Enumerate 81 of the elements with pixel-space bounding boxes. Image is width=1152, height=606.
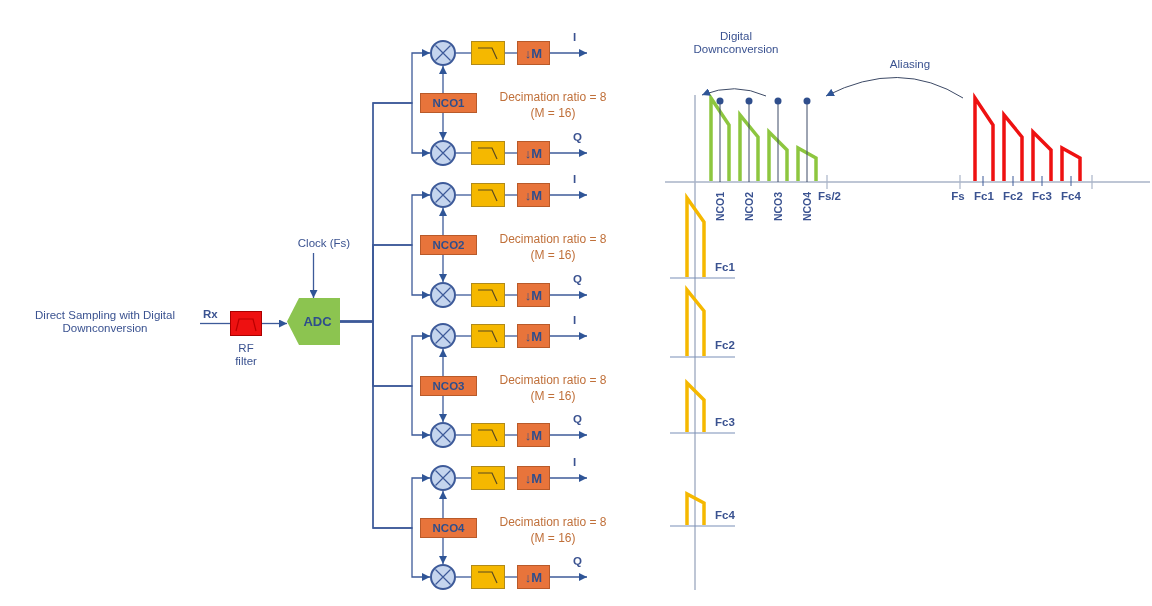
arrow: [309, 252, 318, 299]
mixer-symbol: [430, 465, 456, 491]
tick-label: NCO3: [771, 190, 785, 224]
edge-label: I: [572, 456, 578, 469]
arrow: [549, 431, 588, 439]
tick-label: Fc1: [973, 190, 995, 203]
tick-label: NCO1: [713, 190, 727, 224]
edge-label: I: [572, 173, 578, 186]
edge-label: I: [572, 314, 578, 327]
title-label: Direct Sampling with Digital Downconversion: [35, 309, 175, 335]
edge-label: Q: [572, 131, 583, 144]
decimator-box: ↓M: [517, 183, 550, 207]
low-pass-filter-block: [471, 324, 505, 348]
arrow: [549, 291, 588, 299]
decimation-note: Decimation ratio = 8 (M = 16): [498, 372, 608, 404]
low-pass-filter-block: [471, 423, 505, 447]
arrow: [439, 207, 447, 236]
mixer-symbol: [430, 323, 456, 349]
tick-label: Fs: [950, 190, 966, 203]
node-label: RF filter: [234, 342, 258, 368]
arrow: [549, 191, 588, 199]
nco-box: NCO3: [420, 376, 477, 396]
arrow: [549, 474, 588, 482]
tick-label: NCO4: [800, 190, 814, 224]
decimator-box: ↓M: [517, 141, 550, 165]
mixer-symbol: [430, 282, 456, 308]
tick-label: Fc3: [1031, 190, 1053, 203]
arrow: [439, 112, 447, 141]
edge-label: Q: [572, 273, 583, 286]
arrow: [439, 254, 447, 283]
edge-label: Q: [572, 413, 583, 426]
arrow: [439, 537, 447, 565]
adc-block: ADC: [287, 298, 340, 345]
axis-annotation: Aliasing: [888, 58, 932, 71]
edge-label: Rx: [202, 307, 219, 321]
mixer-symbol: [430, 422, 456, 448]
arrow: [549, 332, 588, 340]
tick-label: Fc2: [715, 339, 736, 352]
decimator-box: ↓M: [517, 324, 550, 348]
arrow: [439, 65, 447, 94]
tick-label: NCO2: [742, 190, 756, 224]
tick-label: Fs/2: [818, 190, 842, 203]
arrow: [339, 320, 431, 581]
low-pass-filter-block: [471, 565, 505, 589]
edge-label: Q: [572, 555, 583, 568]
arrow: [439, 395, 447, 423]
edge-label: I: [572, 31, 578, 44]
mixer-symbol: [430, 564, 456, 590]
arrow: [439, 348, 447, 377]
tick-label: Fc1: [715, 261, 736, 274]
decimator-box: ↓M: [517, 41, 550, 65]
tick-label: Fc4: [1060, 190, 1082, 203]
rf-filter-block: [230, 311, 262, 336]
decimator-box: ↓M: [517, 565, 550, 589]
tick-label: Fc2: [1002, 190, 1024, 203]
low-pass-filter-block: [471, 141, 505, 165]
decimator-box: ↓M: [517, 283, 550, 307]
decimator-box: ↓M: [517, 466, 550, 490]
tick-label: Fc4: [715, 509, 736, 522]
axis-annotation: Digital Downconversion: [692, 30, 780, 56]
low-pass-filter-block: [471, 466, 505, 490]
nco-box: NCO1: [420, 93, 477, 113]
nco-box: NCO4: [420, 518, 477, 538]
arrow: [261, 319, 288, 328]
arrow: [549, 573, 588, 581]
arrow: [549, 49, 588, 57]
low-pass-filter-block: [471, 283, 505, 307]
arrow: [439, 490, 447, 519]
decimation-note: Decimation ratio = 8 (M = 16): [498, 89, 608, 121]
nco-box: NCO2: [420, 235, 477, 255]
mixer-symbol: [430, 140, 456, 166]
mixer-symbol: [430, 182, 456, 208]
low-pass-filter-block: [471, 41, 505, 65]
arrow: [549, 149, 588, 157]
tick-label: Fc3: [715, 416, 736, 429]
clock-label: Clock (Fs): [288, 237, 360, 253]
decimation-note: Decimation ratio = 8 (M = 16): [498, 231, 608, 263]
decimation-note: Decimation ratio = 8 (M = 16): [498, 514, 608, 546]
decimator-box: ↓M: [517, 423, 550, 447]
mixer-symbol: [430, 40, 456, 66]
low-pass-filter-block: [471, 183, 505, 207]
